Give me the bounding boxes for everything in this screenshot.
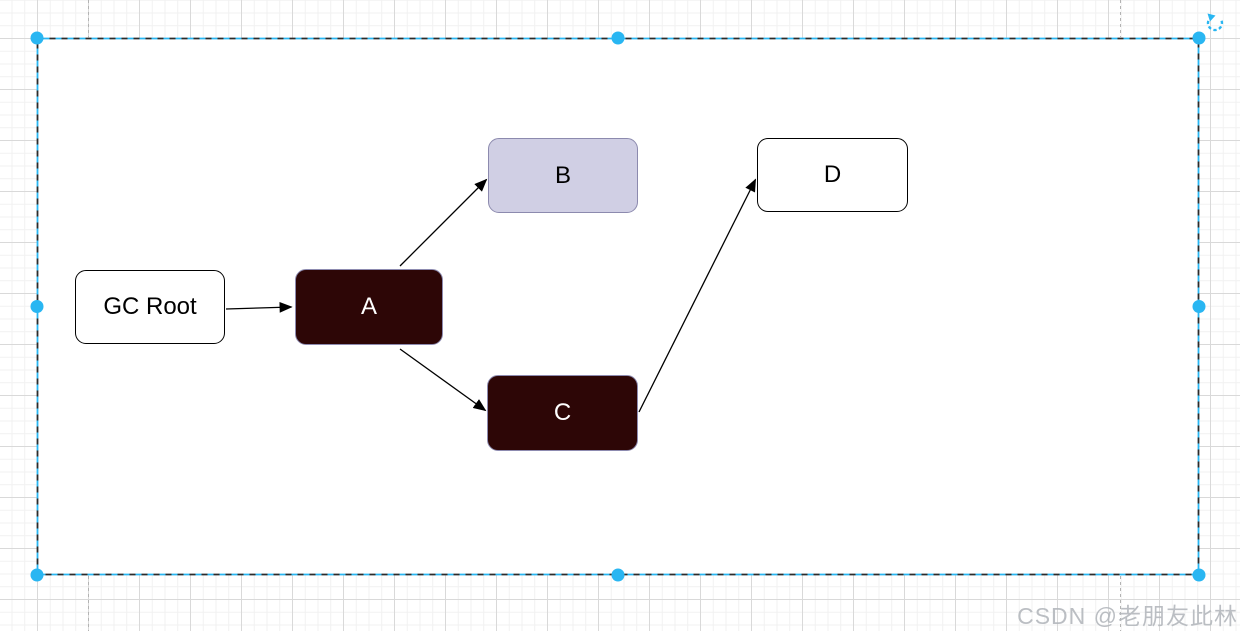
node-gc-root[interactable]: GC Root xyxy=(75,270,225,344)
rotate-handle-icon[interactable] xyxy=(1206,13,1224,32)
node-d[interactable]: D xyxy=(757,138,908,212)
node-a-label: A xyxy=(360,293,377,320)
node-c[interactable]: C xyxy=(487,375,638,451)
node-d-label: D xyxy=(823,161,842,188)
node-b[interactable]: B xyxy=(488,138,638,213)
node-gc-root-label: GC Root xyxy=(103,293,197,320)
node-a[interactable]: A xyxy=(295,269,443,345)
csdn-watermark: CSDN @老朋友此林 xyxy=(1017,603,1238,629)
node-c-label: C xyxy=(553,399,572,426)
node-b-label: B xyxy=(554,161,571,189)
